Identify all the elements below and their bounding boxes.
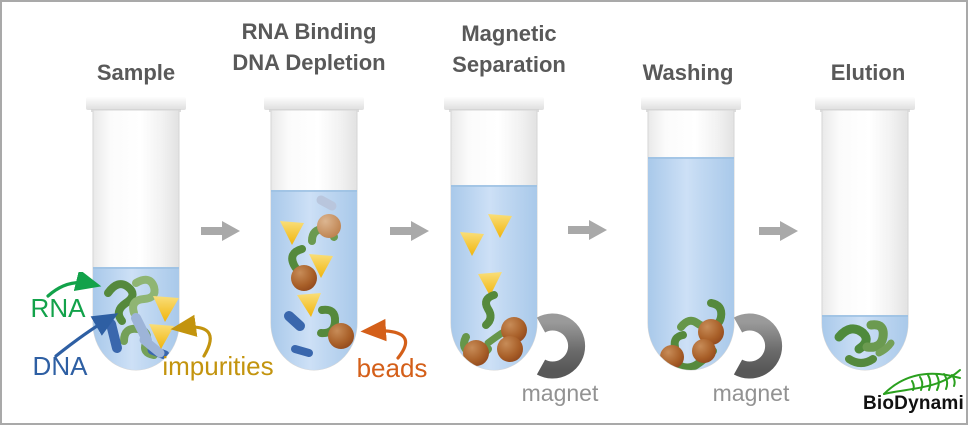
magnetic-bead-icon: [497, 336, 523, 362]
step-title-magnetic-separation: Magnetic Separation: [424, 18, 594, 80]
beads-label: beads: [356, 353, 428, 383]
impurities-label: impurities: [162, 351, 274, 381]
step-title-sample: Sample: [56, 57, 216, 88]
impurity-triangle-icon: [478, 272, 502, 296]
impurity-triangle-icon: [488, 214, 512, 238]
magnetic-bead-icon: [692, 339, 716, 363]
rna-pointer-arrow-icon: [46, 272, 102, 298]
impurity-triangle-icon: [297, 293, 321, 317]
step-title-text: Sample: [96, 60, 176, 85]
annotation-arrows: [46, 272, 408, 360]
rna-strand-icon: [484, 329, 506, 347]
step-title-elution: Elution: [788, 57, 948, 88]
flow-arrow-icon: [568, 220, 607, 240]
dna-fragment-icon: [316, 195, 337, 211]
flow-arrow-icon: [390, 221, 429, 241]
tube-cap: [86, 97, 186, 110]
impurity-triangle-icon: [309, 254, 333, 278]
tube-rna-binding: [264, 97, 364, 371]
magnetic-bead-icon: [698, 319, 724, 345]
rna-strand-icon: [862, 320, 888, 352]
rna-label: RNA: [30, 293, 86, 323]
impurity-triangle-icon: [149, 324, 174, 349]
tube-cap: [815, 97, 915, 110]
magnet-icon: [536, 313, 586, 379]
tube-cap: [444, 97, 544, 110]
tube-elution: [815, 97, 915, 371]
dna-label: DNA: [32, 351, 88, 381]
biodynami-leaf-icon: [883, 369, 961, 395]
tube-cap: [264, 97, 364, 110]
rna-strand-icon: [317, 305, 340, 338]
magnetic-bead-icon: [291, 265, 317, 291]
biodynami-logo-text: BioDynami: [862, 393, 964, 414]
tube-washing: [641, 97, 783, 379]
flow-arrow-icon: [759, 221, 798, 241]
rna-strand-icon: [482, 291, 498, 329]
dna-fragment-icon: [284, 311, 305, 331]
step-title-text: RNA Binding: [241, 19, 377, 44]
liquid: [648, 157, 734, 370]
magnet-label: magnet: [521, 380, 599, 406]
rna-strand-icon: [875, 339, 895, 357]
magnetic-bead-icon: [463, 340, 489, 366]
impurity-triangle-icon: [460, 232, 484, 256]
rna-strand-icon: [104, 280, 137, 325]
step-title-rna-binding: RNA Binding DNA Depletion: [224, 16, 394, 78]
impurity-triangle-icon: [280, 221, 304, 245]
impurities-pointer-arrow-icon: [170, 314, 212, 358]
rna-strand-icon: [845, 355, 877, 367]
beads-pointer-arrow-icon: [360, 318, 408, 360]
magnetic-bead-icon: [328, 323, 354, 349]
step-title-text: DNA Depletion: [232, 50, 386, 75]
magnetic-bead-icon: [317, 214, 341, 238]
step-title-text: Washing: [642, 60, 734, 85]
rna-strand-icon: [129, 275, 159, 317]
step-title-text: Separation: [452, 52, 566, 77]
dna-fragment-icon: [291, 345, 313, 357]
magnet-icon: [733, 313, 783, 379]
tube-magnetic-separation: [444, 97, 586, 379]
flow-arrow-icon: [201, 221, 240, 241]
magnet-label: magnet: [712, 380, 790, 406]
step-title-washing: Washing: [608, 57, 768, 88]
step-title-text: Elution: [830, 60, 906, 85]
step-title-text: Magnetic: [461, 21, 557, 46]
impurity-triangle-icon: [153, 296, 179, 322]
dna-pointer-arrow-icon: [54, 313, 119, 358]
tube-cap: [641, 97, 741, 110]
dna-fragment-icon: [139, 335, 165, 358]
